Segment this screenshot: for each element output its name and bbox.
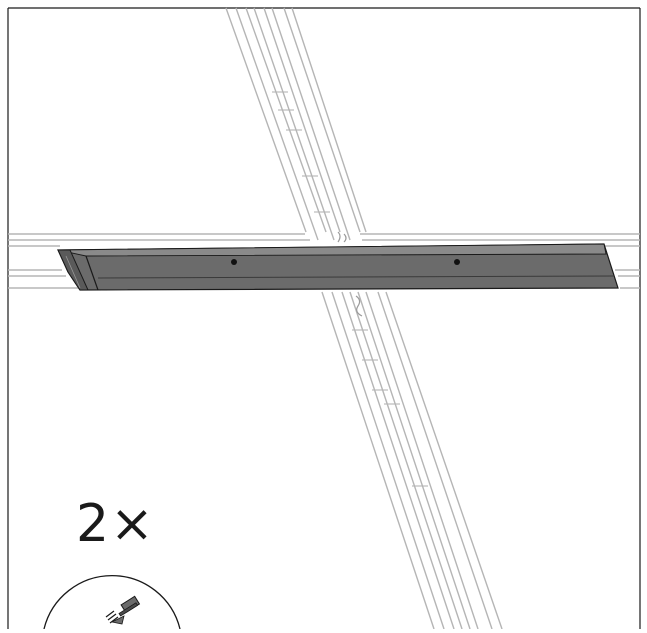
diagonal-frame-rail-lower <box>321 291 503 630</box>
diagonal-rail-slots-lower <box>352 329 428 487</box>
quantity-label: 2× <box>76 494 155 554</box>
rail-bracket-clip <box>337 231 363 317</box>
mounting-beam <box>57 243 619 291</box>
diagonal-rail-slots-upper <box>272 91 330 213</box>
part-detail-callout <box>43 575 181 630</box>
diagonal-frame-rail-upper <box>225 7 367 241</box>
horizontal-frame-rail <box>8 233 640 289</box>
self-drilling-screw-icon <box>105 595 141 625</box>
panel-border <box>7 7 641 629</box>
beam-screw-hole-right <box>454 259 460 265</box>
beam-screw-hole-left <box>231 259 237 265</box>
